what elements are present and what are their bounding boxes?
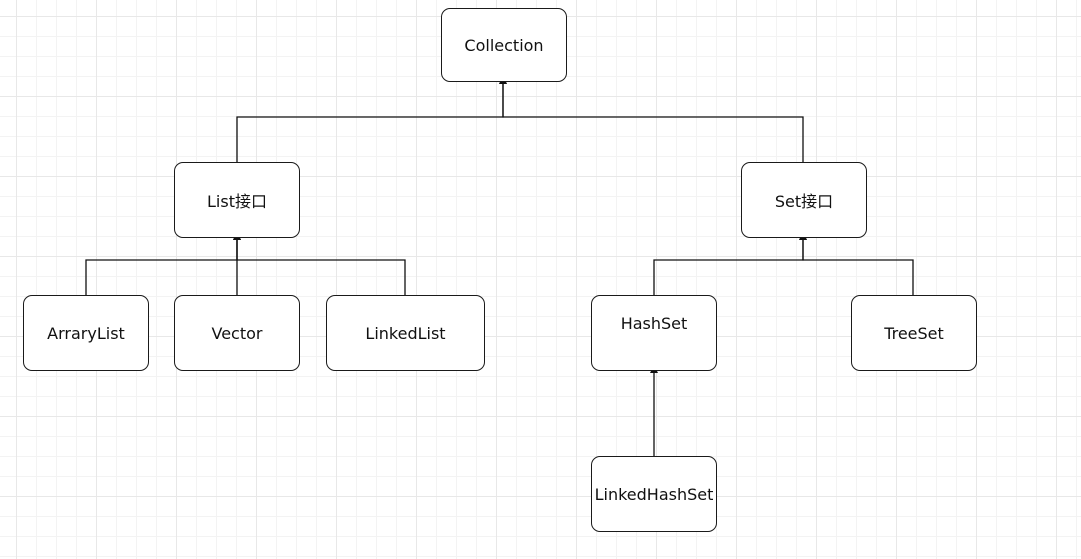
edge-list-to-collection	[236, 76, 507, 162]
node-set-interface[interactable]: Set接口	[741, 162, 867, 238]
node-label: TreeSet	[884, 323, 944, 343]
node-hashset[interactable]: HashSet	[591, 295, 717, 371]
node-label: Set接口	[774, 192, 834, 211]
node-collection[interactable]: Collection	[441, 8, 567, 82]
node-label: LinkedHashSet	[594, 484, 714, 504]
node-label: Vector	[211, 323, 263, 343]
node-list-interface[interactable]: List接口	[174, 162, 300, 238]
node-label: Collection	[464, 35, 544, 55]
edge-linkedlist-to-list	[233, 232, 406, 295]
node-treeset[interactable]: TreeSet	[851, 295, 977, 371]
node-linkedlist[interactable]: LinkedList	[326, 295, 485, 371]
edge-arraylist-to-list	[85, 232, 241, 295]
node-vector[interactable]: Vector	[174, 295, 300, 371]
node-linkedhashset[interactable]: LinkedHashSet	[591, 456, 717, 532]
node-label: HashSet	[620, 314, 688, 333]
node-arraylist[interactable]: ArraryList	[23, 295, 149, 371]
edge-set-to-collection	[499, 76, 804, 162]
node-label: ArraryList	[47, 323, 125, 343]
edge-treeset-to-set	[799, 232, 914, 295]
node-label: List接口	[207, 192, 267, 211]
node-label: LinkedList	[365, 323, 446, 343]
edge-hashset-to-set	[653, 232, 807, 295]
